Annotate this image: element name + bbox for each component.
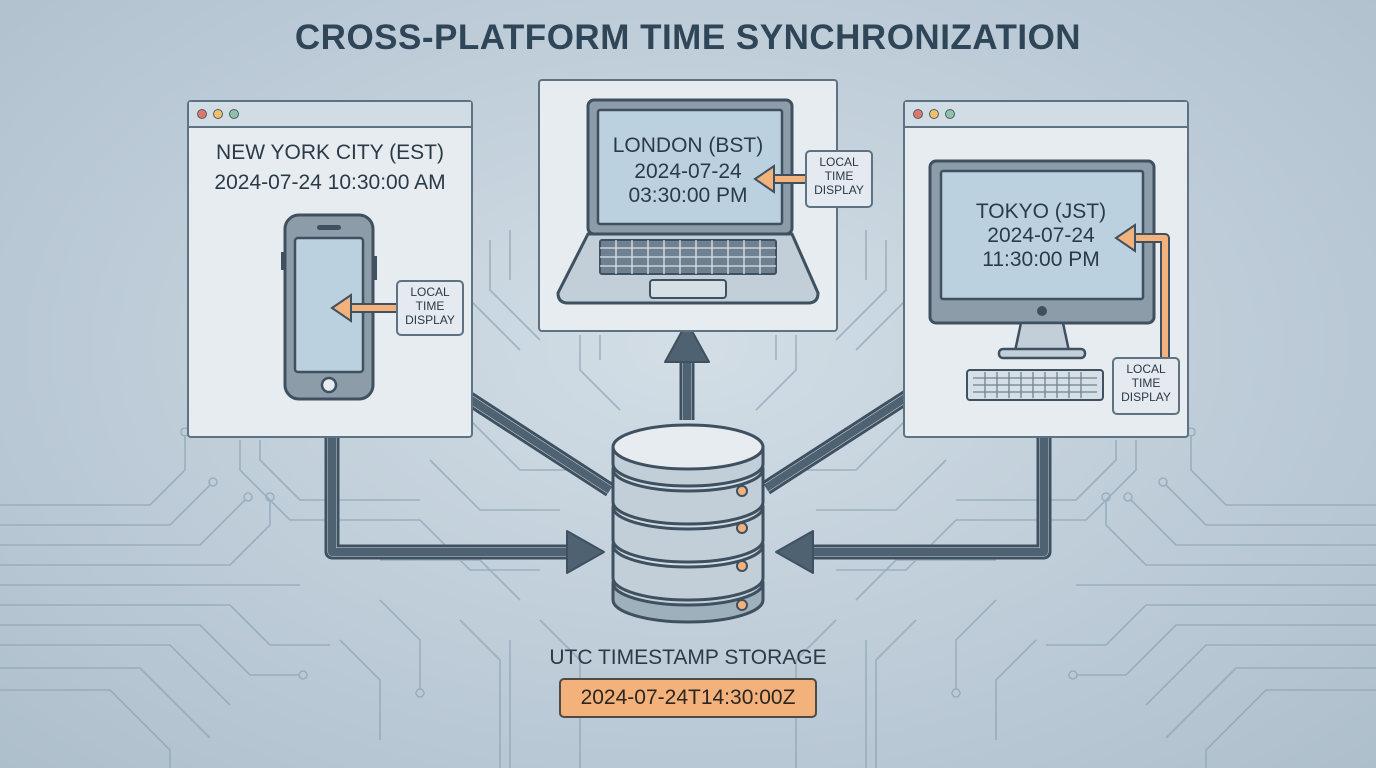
database-icon bbox=[611, 423, 765, 624]
desktop-monitor-icon bbox=[928, 159, 1156, 401]
connector-tokyo-to-storage bbox=[805, 436, 1052, 560]
maximize-dot-icon bbox=[229, 109, 239, 119]
window-titlebar bbox=[189, 102, 471, 128]
tokyo-city-label: TOKYO (JST) bbox=[975, 200, 1107, 223]
arrowhead-london bbox=[664, 321, 710, 363]
local-display-arrow bbox=[330, 293, 397, 323]
minimize-dot-icon bbox=[929, 109, 939, 119]
local-time-display-label: LOCAL TIME DISPLAY bbox=[805, 150, 873, 208]
connector-new-york-to-storage bbox=[324, 436, 575, 560]
laptop-icon bbox=[556, 98, 820, 305]
minimize-dot-icon bbox=[213, 109, 223, 119]
utc-timestamp-value: 2024-07-24T14:30:00Z bbox=[559, 678, 817, 718]
local-time-display-label: LOCAL TIME DISPLAY bbox=[396, 280, 464, 336]
maximize-dot-icon bbox=[945, 109, 955, 119]
london-time: 03:30:00 PM bbox=[628, 184, 748, 207]
diagram-title: CROSS-PLATFORM TIME SYNCHRONIZATION bbox=[294, 18, 1082, 57]
local-time-display-label: LOCAL TIME DISPLAY bbox=[1112, 357, 1180, 415]
new-york-panel: NEW YORK CITY (EST) 2024-07-24 10:30:00 … bbox=[187, 100, 473, 438]
close-dot-icon bbox=[913, 109, 923, 119]
utc-storage-caption: UTC TIMESTAMP STORAGE bbox=[549, 646, 827, 669]
local-display-arrow bbox=[1114, 223, 1170, 360]
london-date: 2024-07-24 bbox=[634, 160, 742, 183]
smartphone-icon bbox=[281, 213, 377, 401]
local-display-arrow bbox=[753, 164, 810, 194]
new-york-datetime: 2024-07-24 10:30:00 AM bbox=[214, 171, 446, 194]
london-city-label: LONDON (BST) bbox=[612, 134, 764, 157]
tokyo-time: 11:30:00 PM bbox=[982, 248, 1100, 271]
close-dot-icon bbox=[197, 109, 207, 119]
arrowhead-storage-left bbox=[566, 530, 605, 574]
tokyo-panel: TOKYO (JST) 2024-07-24 11:30:00 PM LOCAL… bbox=[903, 100, 1189, 438]
window-titlebar bbox=[905, 102, 1187, 128]
new-york-city-label: NEW YORK CITY (EST) bbox=[216, 141, 444, 164]
tokyo-date: 2024-07-24 bbox=[987, 224, 1095, 247]
arrowhead-storage-right bbox=[775, 530, 814, 574]
london-panel: LONDON (BST) 2024-07-24 03:30:00 PM LOCA… bbox=[538, 79, 873, 332]
